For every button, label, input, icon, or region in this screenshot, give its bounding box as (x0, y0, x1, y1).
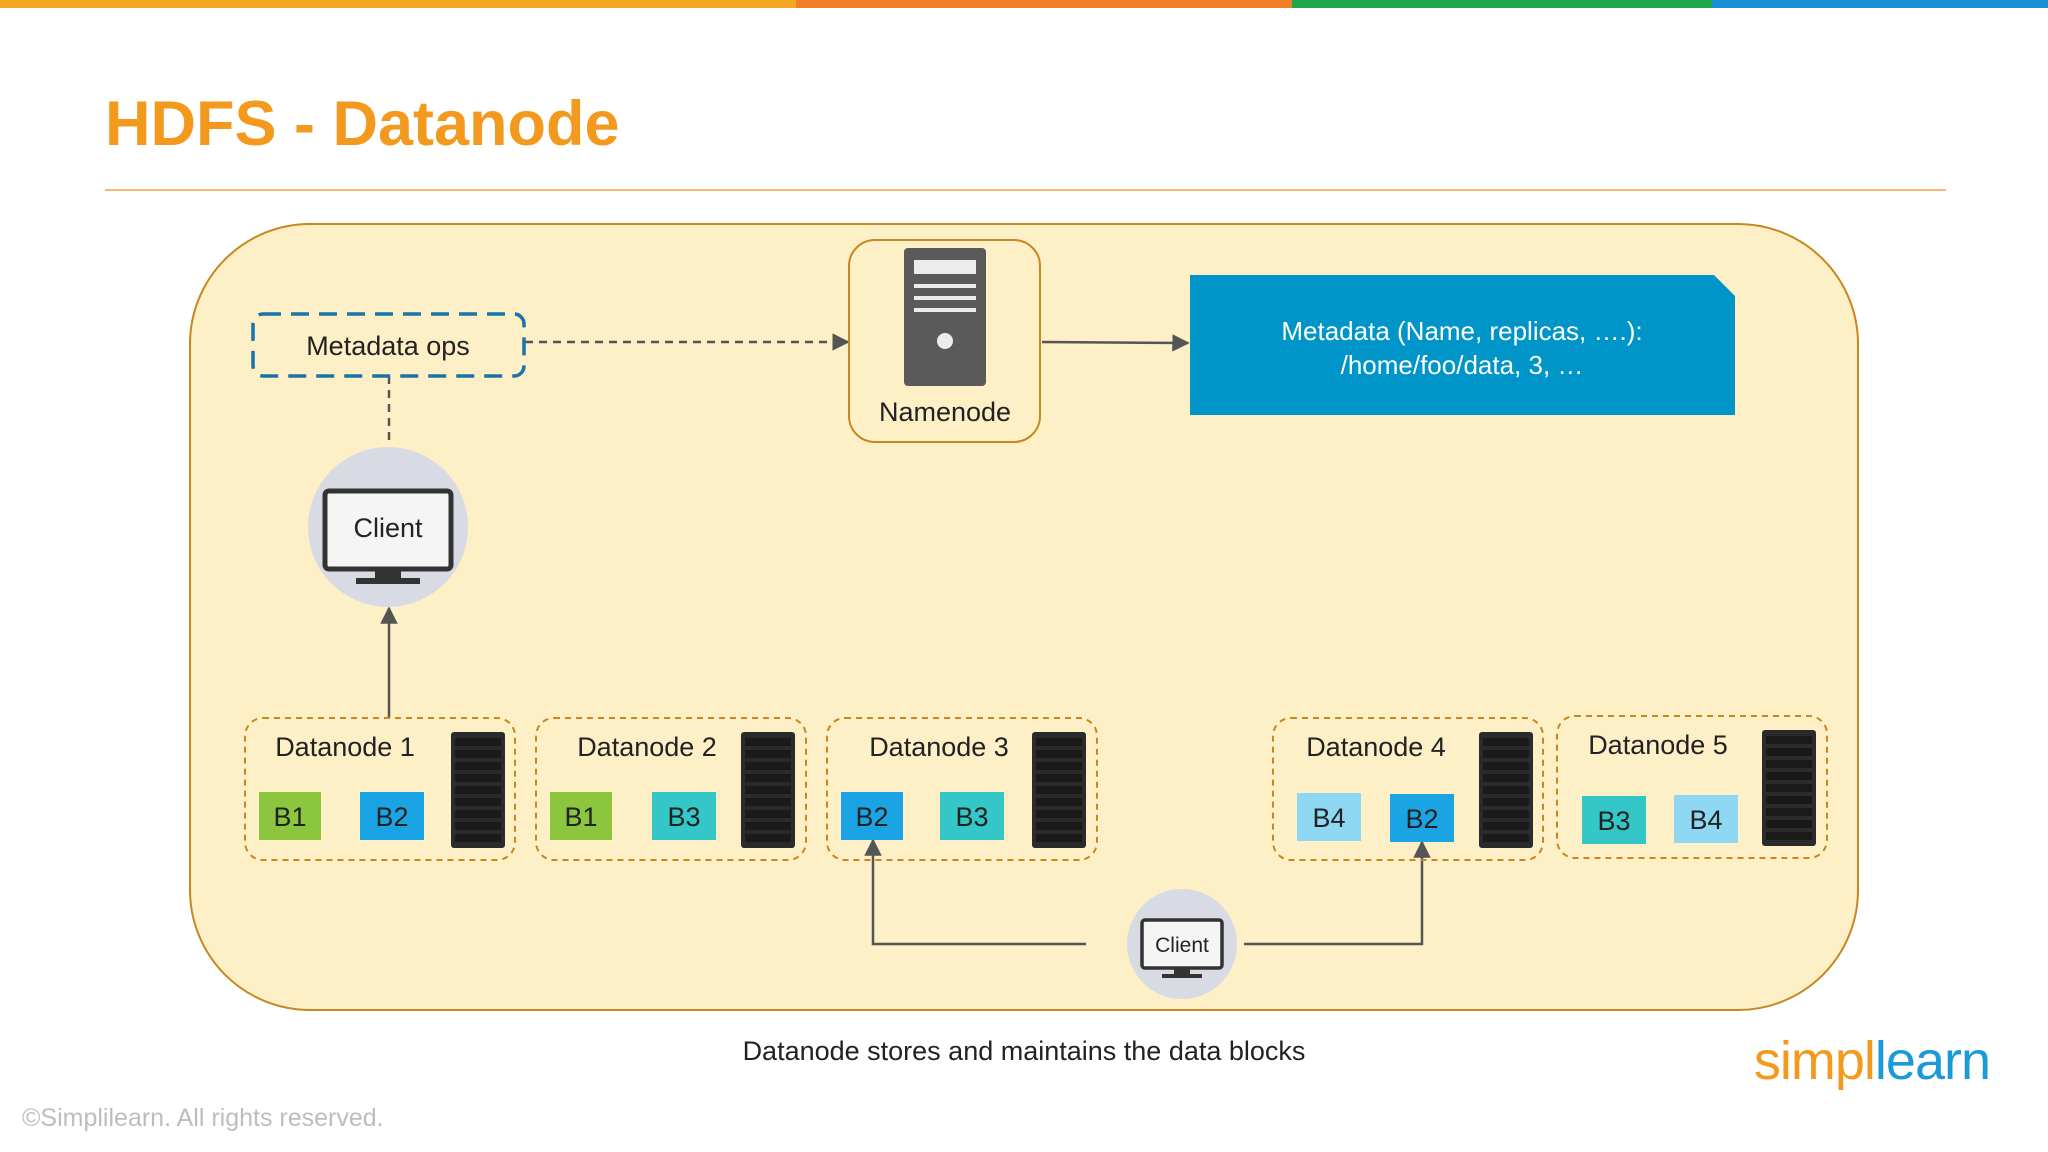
datanode-2: Datanode 2 B1 B3 (535, 717, 807, 861)
datanode-1-label: Datanode 1 (275, 732, 415, 762)
block-label: B1 (273, 802, 306, 832)
block-label: B1 (564, 802, 597, 832)
datanode-3-block-1: B2 (841, 792, 903, 840)
server-rack-icon (1479, 732, 1533, 848)
datanode-4-label: Datanode 4 (1306, 732, 1446, 762)
metadata-line-2: /home/foo/data, 3, … (1341, 350, 1584, 380)
client-1-label: Client (353, 513, 423, 543)
datanode-2-label: Datanode 2 (577, 732, 717, 762)
top-bar-segment-blue (1712, 0, 2048, 8)
block-label: B2 (855, 802, 888, 832)
metadata-box: Metadata (Name, replicas, ….): /home/foo… (1190, 275, 1735, 415)
block-label: B4 (1312, 803, 1345, 833)
client-2-label: Client (1155, 934, 1209, 957)
top-color-bar (0, 0, 2048, 8)
datanode-5-label: Datanode 5 (1588, 730, 1728, 760)
monitor-icon (322, 488, 454, 584)
datanode-3: Datanode 3 B2 B3 (826, 717, 1098, 861)
client-node-2: Client (1127, 889, 1237, 999)
datanode-4-block-2: B2 (1390, 794, 1454, 842)
datanode-4-block-1: B4 (1297, 793, 1361, 841)
namenode-label: Namenode (879, 397, 1011, 427)
simplilearn-logo: simpllearn (1753, 1030, 1991, 1092)
top-bar-segment-orange (0, 0, 796, 8)
block-label: B2 (1405, 804, 1438, 834)
datanode-1: Datanode 1 B1 B2 (244, 717, 516, 861)
block-label: B4 (1689, 805, 1722, 835)
copyright-notice: ©Simplilearn. All rights reserved. (22, 1104, 384, 1132)
client-to-datanode3-arrow (864, 838, 1086, 946)
metadata-line-1: Metadata (Name, replicas, ….): (1281, 316, 1642, 346)
server-rack-icon (741, 732, 795, 848)
diagram-caption: Datanode stores and maintains the data b… (742, 1036, 1306, 1066)
logo-text-learn: learn (1874, 1031, 1991, 1091)
datanode-1-block-2: B2 (360, 792, 424, 840)
monitor-icon (1140, 918, 1224, 978)
client-to-datanode4-arrow (1244, 840, 1431, 946)
logo-text-simpl: simpl (1753, 1031, 1876, 1091)
server-rack-icon (1032, 732, 1086, 848)
datanode-5: Datanode 5 B3 B4 (1556, 715, 1828, 859)
title-underline (105, 189, 1946, 191)
datanode-5-block-1: B3 (1582, 796, 1646, 844)
block-label: B3 (1597, 806, 1630, 836)
server-rack-icon (1762, 730, 1816, 846)
block-label: B3 (955, 802, 988, 832)
block-label: B3 (667, 802, 700, 832)
datanode-4: Datanode 4 B4 B2 (1272, 717, 1544, 861)
top-bar-segment-dark-orange (796, 0, 1292, 8)
client-node-1: Client (308, 447, 468, 607)
block-label: B2 (375, 802, 408, 832)
metadata-ops-box: Metadata ops (251, 312, 526, 378)
datanode-2-block-2: B3 (652, 792, 716, 840)
datanode-1-block-1: B1 (259, 792, 321, 840)
datanode-3-label: Datanode 3 (869, 732, 1009, 762)
datanode-2-block-1: B1 (550, 792, 612, 840)
top-bar-segment-green (1292, 0, 1712, 8)
namenode-to-metadata-arrow (1041, 334, 1190, 352)
datanode-3-block-2: B3 (940, 792, 1004, 840)
metadata-ops-label: Metadata ops (306, 331, 470, 361)
server-tower-icon (904, 248, 986, 386)
slide-title: HDFS - Datanode (105, 89, 620, 159)
datanode-5-block-2: B4 (1674, 795, 1738, 843)
namenode-box: Namenode (848, 239, 1041, 443)
server-rack-icon (451, 732, 505, 848)
